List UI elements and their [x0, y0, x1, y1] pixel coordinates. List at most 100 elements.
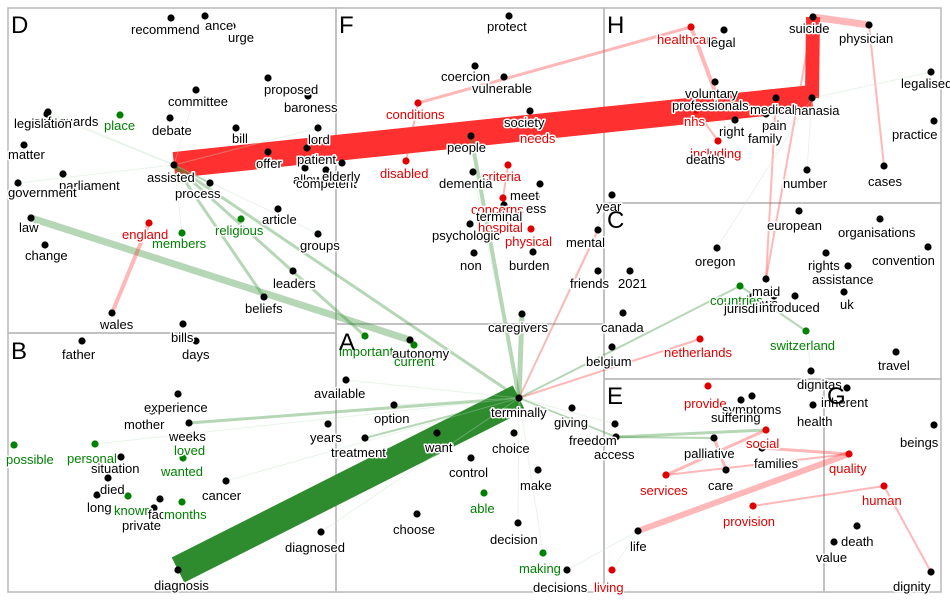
node-dot-ance	[201, 12, 209, 20]
node-dot-choose	[413, 510, 421, 518]
word-label-mental: mental	[566, 235, 605, 250]
node-dot-value	[830, 538, 838, 546]
node-dot-society	[526, 107, 534, 115]
node-dot-introduced	[791, 292, 799, 300]
word-label-want: want	[424, 440, 453, 455]
node-dot-countries	[736, 282, 744, 290]
word-label-able: able	[470, 501, 495, 516]
node-dot-conditions	[414, 99, 422, 107]
word-label-organisations: organisations	[838, 225, 916, 240]
edge-access-social	[615, 428, 767, 439]
word-label-recommend: recommend	[131, 22, 200, 37]
node-dot-religious	[237, 215, 245, 223]
word-label-friends: friends	[570, 276, 610, 291]
word-label-suffering: suffering	[711, 410, 761, 425]
word-label-article: article	[262, 212, 297, 227]
word-label-maid: maid	[752, 284, 780, 299]
node-dot-professionals	[712, 90, 720, 98]
word-label-process: process	[175, 186, 221, 201]
node-dot-bill	[232, 124, 240, 132]
node-dot-decisions	[563, 566, 571, 574]
node-dot-life	[634, 527, 642, 535]
node-dot-able	[480, 489, 488, 497]
edge-assisted-euthanasia	[172, 85, 814, 178]
edge-euthanasia-number	[806, 97, 813, 171]
region-letter-C: C	[607, 207, 624, 234]
word-label-years: years	[310, 430, 342, 445]
edge-assisted-legislation	[46, 113, 175, 166]
node-dot-terminally	[515, 394, 523, 402]
node-dot-organisations	[876, 215, 884, 223]
node-dot-nhs	[692, 106, 700, 114]
word-label-including: including	[690, 146, 741, 161]
edge-suicide-euthanasia	[805, 16, 820, 99]
edge-countries-switzerland	[739, 285, 807, 332]
node-dot-symptoms	[748, 392, 756, 400]
word-label-people: people	[447, 140, 486, 155]
node-dot-assistance	[844, 262, 852, 270]
node-dot-protect	[505, 12, 513, 20]
word-label-father: father	[62, 347, 96, 362]
node-dot-criteria	[504, 161, 512, 169]
node-dot-dementia	[469, 168, 477, 176]
edge-dignitas-switzerland	[805, 330, 812, 372]
edge-criteria-concerns	[502, 164, 509, 199]
word-label-protect: protect	[487, 19, 527, 34]
region-F-box	[335, 7, 605, 325]
edge-terminally-freedom	[518, 397, 616, 425]
node-dot-autonomy	[406, 336, 414, 344]
word-label-european: european	[767, 218, 822, 233]
node-dot-make	[534, 466, 542, 474]
word-label-professionals: professionals	[672, 98, 749, 113]
word-label-diagnosis: diagnosis	[154, 578, 209, 593]
node-dot-process	[206, 179, 214, 187]
word-label-control: control	[449, 465, 488, 480]
word-label-society: society	[504, 115, 545, 130]
word-label-patient: patient	[297, 152, 336, 167]
word-label-life: life	[630, 539, 647, 554]
edge-assisted-important	[172, 163, 367, 338]
edge-assisted-lord	[173, 127, 319, 166]
word-label-autonomy: autonomy	[392, 346, 450, 361]
node-dot-legalised	[927, 68, 935, 76]
word-label-healthcare: healthcare	[657, 32, 718, 47]
word-label-freedom: freedom	[569, 433, 617, 448]
node-dot-provision	[749, 502, 757, 510]
word-label-inherent: inherent	[821, 395, 868, 410]
edge-disabled-conditions	[405, 102, 419, 162]
node-dot-netherlands	[696, 335, 704, 343]
node-dot-current	[410, 341, 418, 349]
node-dot-choice	[510, 429, 518, 437]
node-dot-including	[714, 137, 722, 145]
word-label-days: days	[182, 347, 210, 362]
word-label-number: number	[783, 176, 828, 191]
node-dot-personal	[91, 440, 99, 448]
word-label-pain: pain	[762, 118, 787, 133]
word-label-decision: decision	[490, 532, 538, 547]
word-label-debate: debate	[152, 123, 192, 138]
word-label-medical: medical	[750, 102, 795, 117]
edge-terminally-weeks	[188, 396, 520, 425]
node-dot-wales	[108, 309, 116, 317]
node-dot-law	[27, 214, 35, 222]
word-label-legal: legal	[708, 35, 736, 50]
edge-assisted-government	[17, 164, 175, 184]
edge-professionals-nhs	[695, 93, 717, 111]
node-dot-mother	[148, 407, 156, 415]
word-label-change: change	[25, 248, 68, 263]
word-label-personal: personal	[67, 451, 117, 466]
edge-physician-cases	[868, 24, 885, 167]
word-label-legalised: legalised	[901, 76, 950, 91]
word-label-available: available	[314, 386, 365, 401]
edge-services-social	[665, 428, 767, 477]
word-label-option: option	[374, 411, 409, 426]
node-dot-disabled	[402, 157, 410, 165]
word-label-choose: choose	[393, 522, 435, 537]
word-label-disabled: disabled	[380, 166, 428, 181]
word-label-terminal: terminal	[476, 209, 522, 224]
node-dot-weeks	[185, 419, 193, 427]
edge-terminally-diagnosed	[320, 397, 520, 533]
word-label-weeks: weeks	[168, 429, 206, 444]
word-label-bills: bills	[171, 330, 194, 345]
